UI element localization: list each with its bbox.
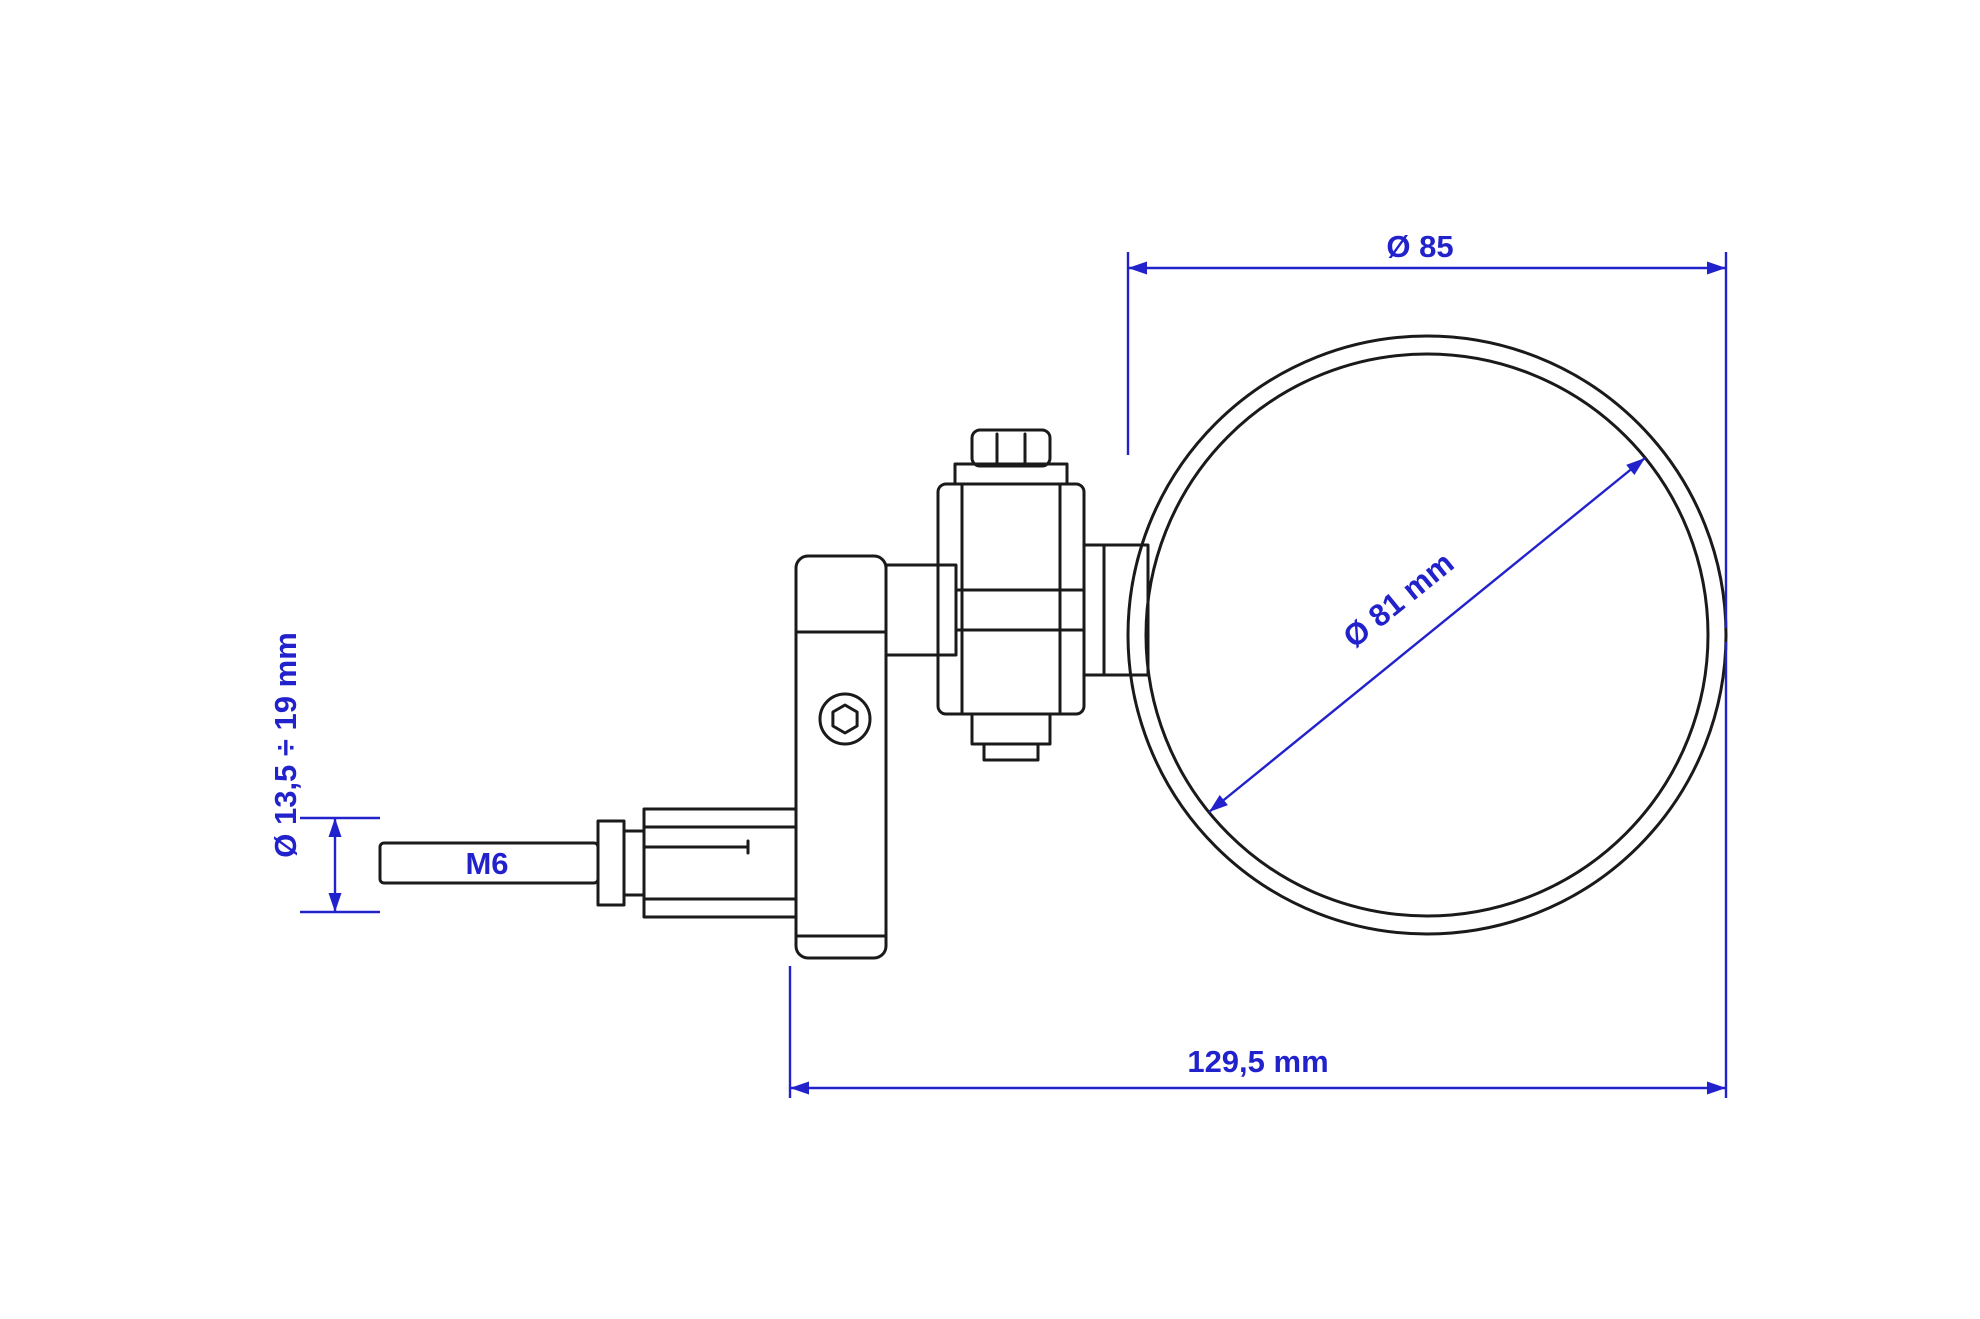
arrowhead bbox=[1707, 261, 1726, 275]
hinge-arm bbox=[884, 563, 958, 657]
arrowhead bbox=[328, 893, 342, 912]
arrowhead bbox=[1707, 1081, 1726, 1095]
dimension-line bbox=[1208, 457, 1646, 813]
clamp-body bbox=[794, 554, 888, 960]
label-bolt-thread: M6 bbox=[465, 846, 508, 881]
mount-assembly bbox=[378, 428, 1150, 960]
dimension-label-bolt-thread: M6 bbox=[465, 846, 508, 881]
dimension-label-overall-length: 129,5 mm bbox=[1187, 1044, 1328, 1079]
arrowhead bbox=[1128, 261, 1147, 275]
bolt-washer bbox=[596, 819, 626, 907]
dimension-mount-diameter-range: Ø 13,5 ÷ 19 mm bbox=[268, 632, 380, 914]
dimension-label-mount-diameter-range: Ø 13,5 ÷ 19 mm bbox=[268, 632, 303, 858]
lock-nut bbox=[970, 712, 1052, 746]
lock-nut-collar bbox=[982, 742, 1040, 762]
arrowhead bbox=[328, 818, 342, 837]
mirror-inner-circle bbox=[1144, 352, 1710, 918]
dimension-label-mirror-glass-diameter: Ø 81 mm bbox=[1336, 545, 1460, 655]
arrowhead bbox=[1209, 795, 1228, 812]
adjuster-screw-flange bbox=[953, 462, 1069, 486]
arrowhead bbox=[1626, 458, 1645, 475]
arrowhead bbox=[790, 1081, 809, 1095]
pivot-housing bbox=[936, 482, 1086, 716]
mirror-stem bbox=[1082, 543, 1150, 677]
dimension-label-mirror-outer-diameter: Ø 85 bbox=[1386, 229, 1453, 264]
bolt-collar bbox=[622, 829, 646, 897]
pivot-screw-hex-socket bbox=[831, 703, 859, 735]
expander-sleeve bbox=[642, 807, 798, 919]
pivot-screw bbox=[818, 692, 872, 746]
mirror-outer-circle bbox=[1126, 334, 1728, 936]
adjuster-screw-head bbox=[970, 428, 1052, 468]
dimension-overall-length: 129,5 mm bbox=[788, 642, 1728, 1098]
dimension-mirror-outer-diameter: Ø 85 bbox=[1126, 229, 1728, 628]
mirror-head bbox=[1126, 334, 1728, 936]
dimension-mirror-glass-diameter: Ø 81 mm bbox=[1208, 457, 1646, 813]
